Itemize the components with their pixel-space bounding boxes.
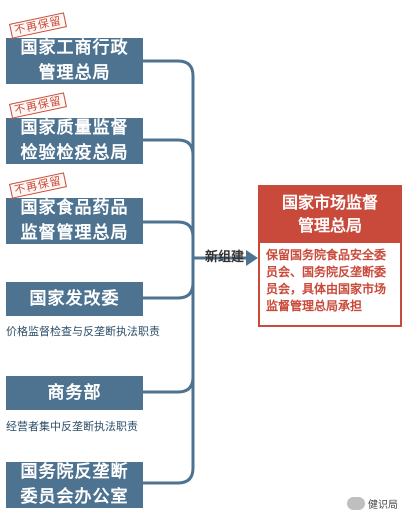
agency-line: 国家发改委 xyxy=(29,288,120,309)
connector-3 xyxy=(141,220,195,239)
agency-note: 经营者集中反垄断执法职责 xyxy=(6,420,138,433)
agency-box: 商务部 xyxy=(6,376,143,410)
watermark: 健识局 xyxy=(347,496,398,511)
connector-1 xyxy=(141,59,195,260)
agency-box: 国家质量监督 检验检疫总局 xyxy=(6,118,143,164)
agency-line: 监督管理总局 xyxy=(20,223,129,243)
agency-line: 商务部 xyxy=(47,382,102,403)
agency-box: 国家工商行政 管理总局 xyxy=(6,38,143,84)
rebuild-label: 新组建 xyxy=(205,250,245,265)
agency-line: 国家工商行政 xyxy=(20,38,129,58)
target-title: 国家市场监督 管理总局 xyxy=(260,187,400,243)
agency-box: 国家食品药品 监督管理总局 xyxy=(6,198,143,244)
watermark-text: 健识局 xyxy=(368,500,398,511)
arrow-head-icon xyxy=(246,250,258,266)
agency-line: 国务院反垄断 xyxy=(20,462,129,482)
agency-box: 国家发改委 xyxy=(6,282,143,316)
connector-6 xyxy=(141,256,195,485)
connector-5 xyxy=(141,375,195,394)
wechat-icon xyxy=(347,497,365,510)
target-title-line: 国家市场监督 xyxy=(281,193,378,212)
agency-note: 价格监督检查与反垄断执法职责 xyxy=(6,325,160,338)
agency-box: 国务院反垄断 委员会办公室 xyxy=(6,462,143,508)
agency-line: 国家质量监督 xyxy=(20,118,129,138)
connector-2 xyxy=(141,138,195,157)
agency-line: 检验检疫总局 xyxy=(20,143,129,163)
target-agency-box: 国家市场监督 管理总局 保留国务院食品安全委员会、国务院反垄断委员会，具体由国家… xyxy=(258,185,402,327)
agency-line: 委员会办公室 xyxy=(20,487,129,507)
agency-line: 国家食品药品 xyxy=(20,198,129,218)
agency-line: 管理总局 xyxy=(38,63,111,83)
connector-4 xyxy=(141,281,195,300)
target-title-line: 管理总局 xyxy=(297,216,362,235)
target-description: 保留国务院食品安全委员会、国务院反垄断委员会，具体由国家市场监督管理总局承担 xyxy=(266,248,387,313)
